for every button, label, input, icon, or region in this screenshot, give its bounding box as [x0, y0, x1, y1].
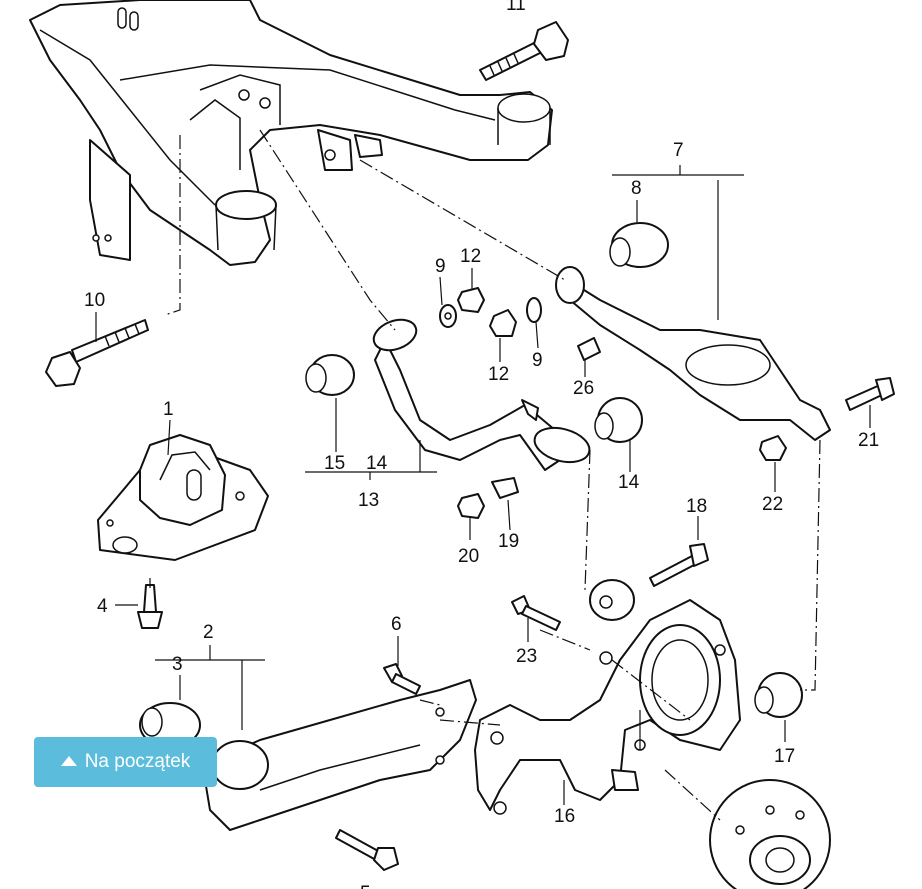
callout-9b: 9 — [532, 350, 543, 371]
callout-labels: 1 2 3 4 6 7 8 9 9 10 11 12 12 13 14 14 1… — [84, 0, 879, 889]
callout-17: 17 — [774, 746, 795, 767]
back-to-top-label: Na początek — [84, 751, 191, 772]
screw-4 — [137, 584, 163, 629]
assembly-lines — [164, 129, 821, 821]
bolt-11 — [479, 21, 569, 81]
callout-12a: 12 — [460, 246, 481, 267]
callout-7: 7 — [673, 140, 684, 161]
back-to-top-button[interactable]: Na początek — [34, 737, 217, 787]
bolt-6 — [383, 663, 421, 695]
callout-18: 18 — [686, 496, 707, 517]
wheel-hub — [709, 779, 831, 889]
callout-14a: 14 — [366, 453, 388, 474]
bolt-10 — [45, 319, 149, 387]
callout-3: 3 — [172, 654, 183, 675]
callout-11: 11 — [506, 0, 526, 15]
upper-link-7 — [555, 222, 895, 461]
callout-9a: 9 — [435, 256, 446, 277]
bolts-18-23-bushing-17 — [511, 543, 803, 718]
callout-21: 21 — [858, 430, 879, 451]
callout-14b: 14 — [618, 472, 640, 493]
leader-lines — [95, 165, 871, 805]
callout-1: 1 — [163, 399, 174, 420]
callout-2: 2 — [203, 622, 214, 643]
callout-16: 16 — [554, 806, 575, 827]
callout-12b: 12 — [488, 364, 509, 385]
callout-6: 6 — [391, 614, 402, 635]
wheel-carrier-16 — [474, 579, 741, 815]
callout-20: 20 — [458, 546, 479, 567]
callout-10: 10 — [84, 290, 105, 311]
rubber-mount-1 — [97, 434, 269, 561]
trailing-arm-2 — [139, 679, 477, 831]
callout-4: 4 — [97, 596, 108, 617]
callout-22: 22 — [762, 494, 783, 515]
callout-19: 19 — [498, 531, 519, 552]
washers-nuts — [439, 287, 601, 519]
subframe — [29, 0, 553, 266]
callout-13: 13 — [358, 490, 379, 511]
callout-5: 5 — [360, 883, 371, 889]
control-arm-13 — [305, 318, 643, 471]
bolt-5 — [335, 829, 399, 871]
callout-8: 8 — [631, 178, 642, 199]
callout-23: 23 — [516, 646, 537, 667]
chevron-up-icon — [60, 756, 77, 766]
callout-26: 26 — [573, 378, 594, 399]
callout-15: 15 — [324, 453, 345, 474]
